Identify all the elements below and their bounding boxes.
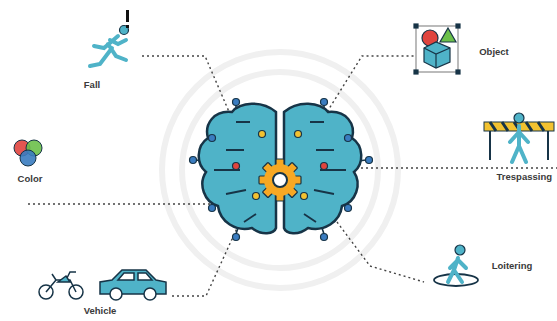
vehicle-icon — [39, 270, 166, 300]
category-label: Loitering — [490, 261, 535, 271]
category-label: Object — [477, 47, 511, 57]
category-label: Vehicle — [82, 306, 119, 316]
gear-icon — [259, 159, 301, 201]
brain-folds — [214, 122, 346, 222]
loitering-icon — [434, 245, 478, 286]
category-label: Color — [16, 174, 45, 184]
trespassing-icon — [484, 113, 554, 162]
halo-rings — [162, 52, 398, 288]
category-label: Trespassing — [495, 172, 554, 182]
leader-lines — [28, 56, 557, 296]
circuit-dots — [190, 99, 373, 241]
object-icon — [414, 24, 460, 74]
fall-icon — [90, 10, 129, 66]
color-icon — [14, 140, 42, 166]
brain-hemispheres — [199, 104, 362, 234]
circuit-traces — [196, 104, 366, 234]
category-label: Fall — [82, 80, 102, 90]
